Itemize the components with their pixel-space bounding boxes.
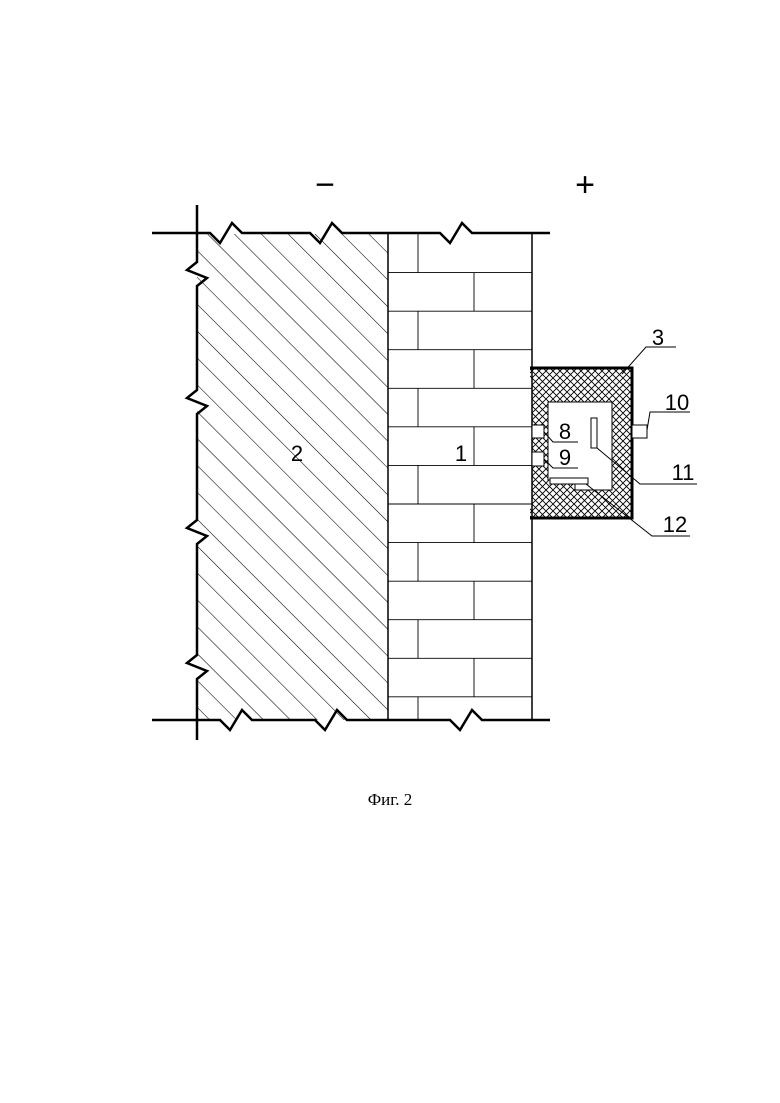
- concrete-layer: [197, 234, 388, 720]
- label-2: 2: [291, 441, 303, 466]
- label-8: 8: [559, 419, 571, 444]
- minus-sign-label: −: [315, 166, 335, 204]
- label-12: 12: [663, 512, 687, 537]
- plus-sign-label: +: [575, 166, 595, 204]
- figure-caption: Фиг. 2: [0, 790, 780, 810]
- label-3: 3: [652, 325, 664, 350]
- label-10: 10: [665, 390, 689, 415]
- brick-layer: [388, 234, 532, 720]
- label-11: 11: [672, 460, 695, 485]
- heating-panel: [530, 368, 647, 518]
- label-1: 1: [455, 441, 467, 466]
- label-9: 9: [559, 445, 571, 470]
